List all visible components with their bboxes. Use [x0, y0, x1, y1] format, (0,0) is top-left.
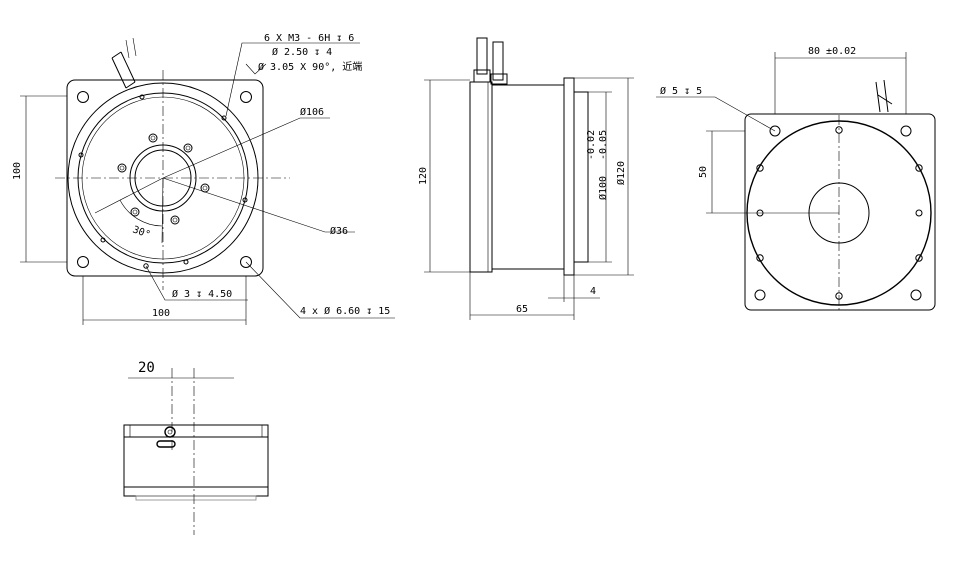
small-hole-label: Ø 3 ↧ 4.50 [172, 288, 232, 300]
dia-outer-label: Ø106 [300, 106, 324, 118]
rear-view-text: 80 ±0.02 Ø 5 ↧ 5 50 [660, 46, 856, 178]
thread-callout: 6 X M3 - 6H ↧ 6 [264, 33, 354, 44]
angle-label: 30° [131, 224, 152, 241]
spacing-label: 80 ±0.02 [808, 46, 856, 57]
mount-hole-label: 4 x Ø 6.60 ↧ 15 [300, 305, 390, 317]
width-label: 100 [152, 308, 170, 319]
side-view [424, 37, 634, 320]
bottom-view-text: 20 [138, 360, 155, 376]
side-height-label: 120 [418, 167, 429, 185]
rear-view [656, 52, 936, 312]
pin-hole-label: Ø 5 ↧ 5 [660, 85, 702, 97]
front-view [20, 37, 395, 325]
drill-callout: Ø 2.50 ↧ 4 [272, 46, 332, 58]
csink-callout: Ø 3.05 X 90°, 近端 [258, 60, 362, 73]
tol-upper-label: -0.02 [586, 130, 597, 160]
front-view-text: 6 X M3 - 6H ↧ 6 Ø 2.50 ↧ 4 Ø 3.05 X 90°,… [12, 33, 390, 319]
dia-bore-label: Ø36 [330, 225, 348, 237]
length-label: 65 [516, 304, 528, 315]
bottom-view [123, 368, 269, 535]
dia-spigot-label: Ø100 [597, 176, 609, 200]
offset-label: 50 [698, 166, 709, 178]
height-label: 100 [12, 162, 23, 180]
tol-lower-label: -0.05 [598, 130, 609, 160]
bottom-offset-label: 20 [138, 360, 155, 376]
dia-body-label: Ø120 [615, 161, 627, 185]
side-view-text: 120 -0.02 -0.05 Ø100 Ø120 65 4 [418, 130, 627, 315]
spigot-len-label: 4 [590, 286, 596, 297]
